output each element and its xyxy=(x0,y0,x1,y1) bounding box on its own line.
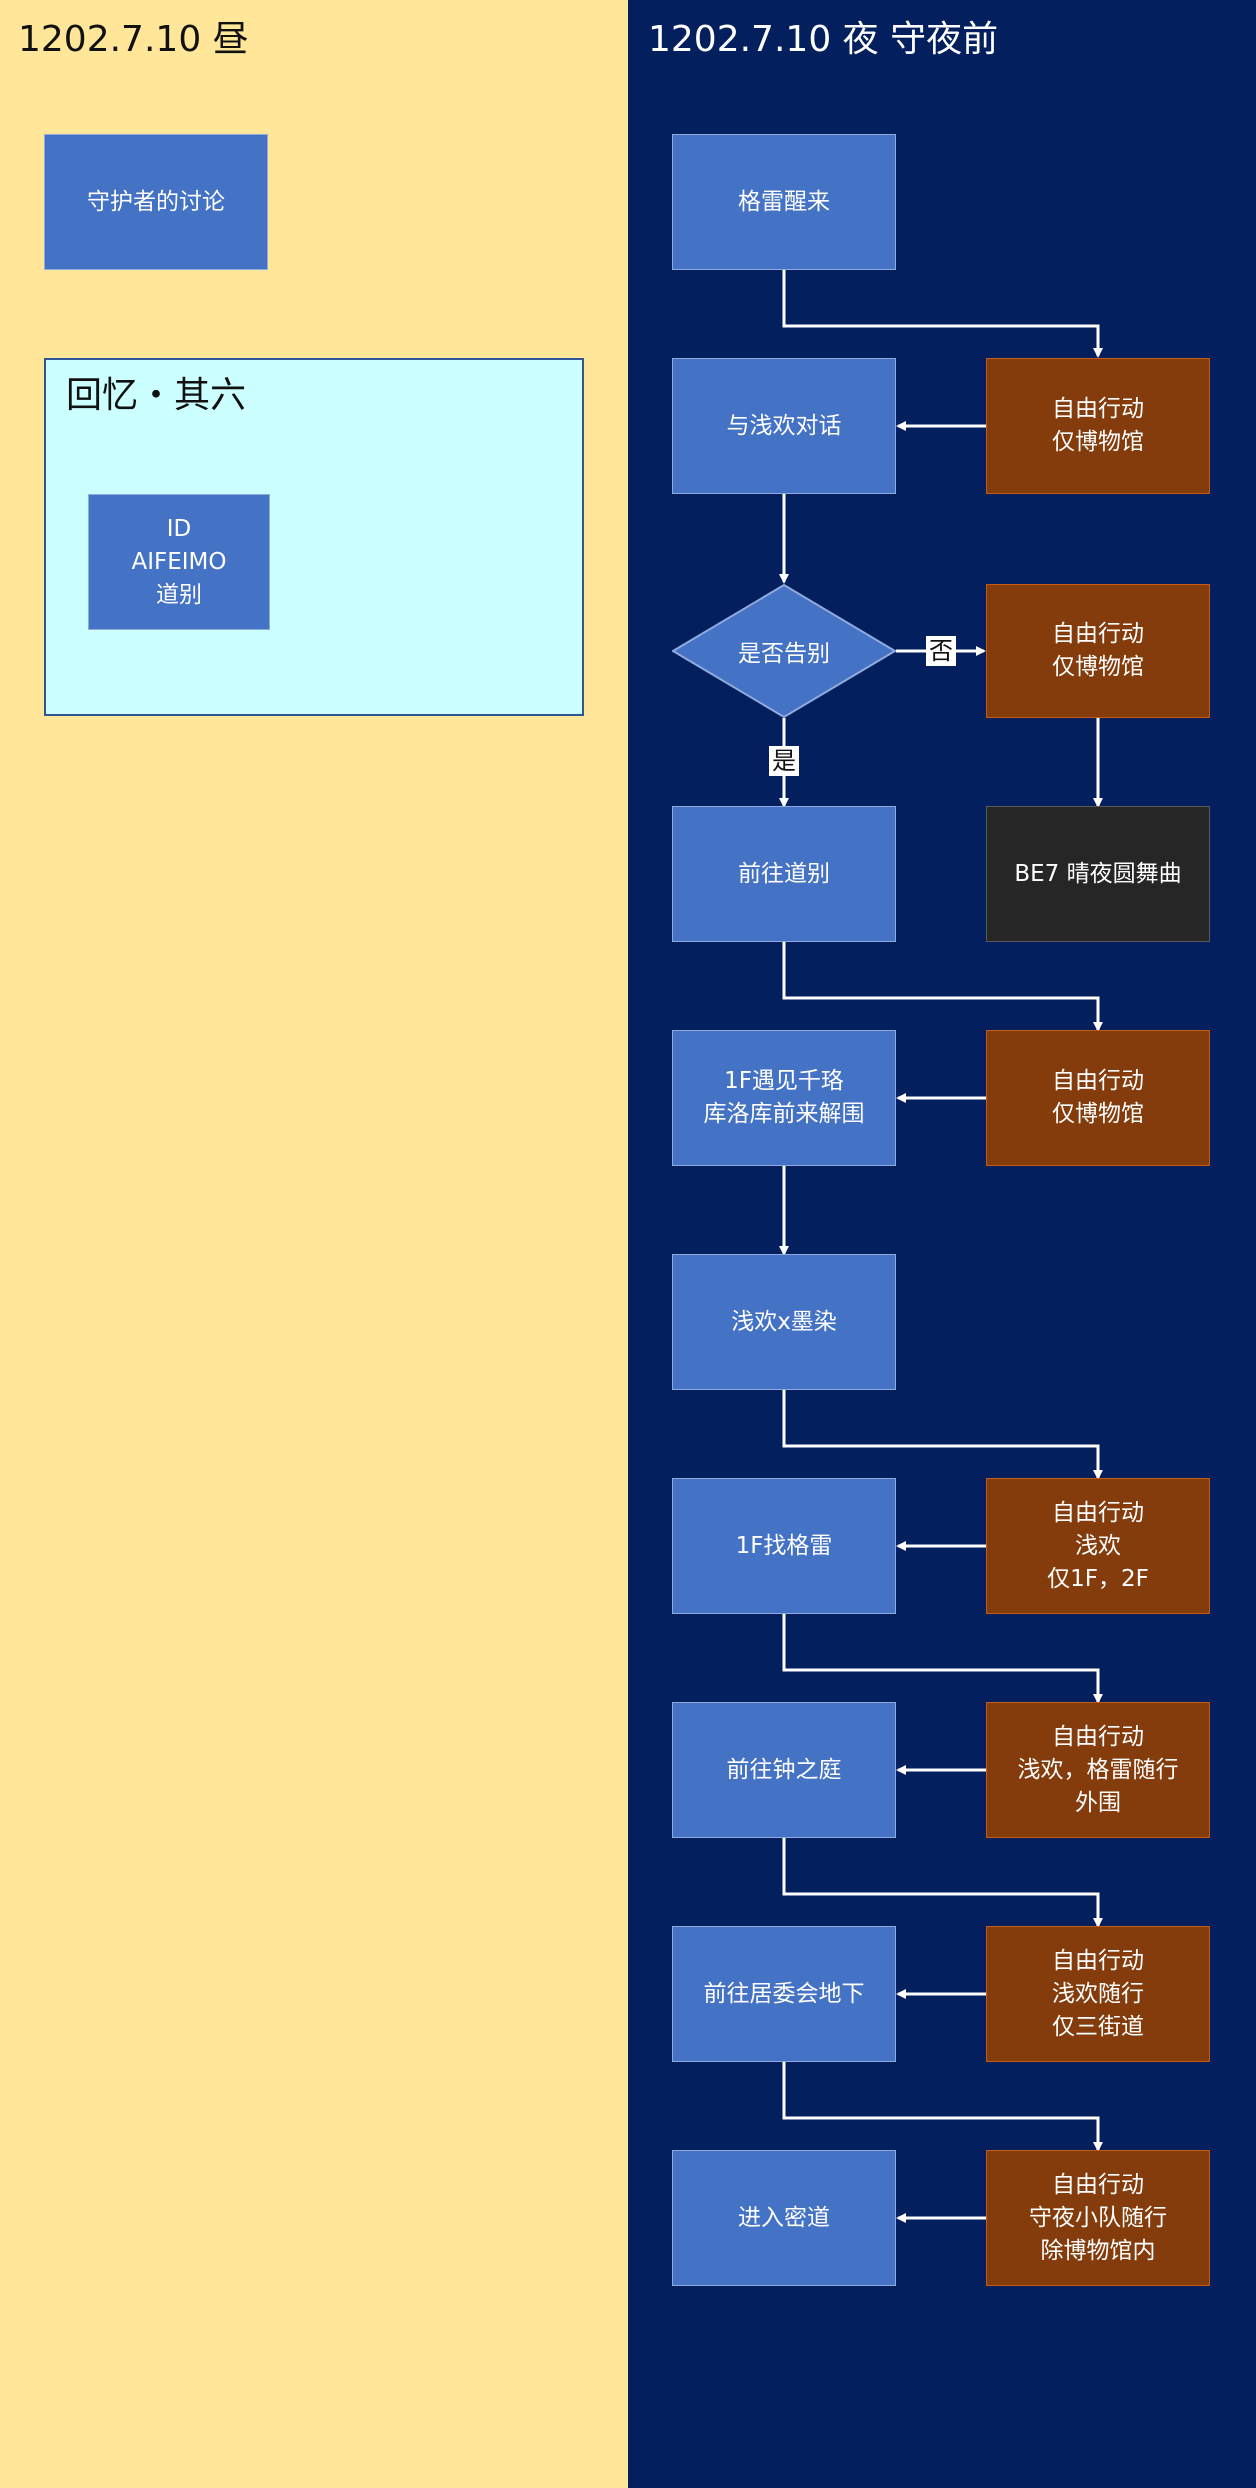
node-line: 格雷醒来 xyxy=(738,188,830,215)
node-line: 库洛库前来解围 xyxy=(703,1101,865,1127)
node-line: 前往道别 xyxy=(738,860,830,887)
node-line: 仅博物馆 xyxy=(1052,429,1144,455)
node-line: 外围 xyxy=(1075,1789,1121,1816)
connector-n8-s7 xyxy=(782,2062,1103,2152)
decision-diamond-shape xyxy=(672,584,896,718)
node-committee-basement: 前往居委会地下 xyxy=(672,1926,896,2062)
node-line: BE7 晴夜圆舞曲 xyxy=(1014,860,1182,887)
connector-n6-s5 xyxy=(782,1614,1103,1704)
node-line: 1F找格雷 xyxy=(735,1532,833,1559)
free-action-third-street: 自由行动浅欢随行仅三街道 xyxy=(986,1926,1210,2062)
node-line: 自由行动 xyxy=(1052,1499,1144,1526)
node-line: 自由行动 xyxy=(1052,621,1144,647)
node-line: 前往钟之庭 xyxy=(726,1756,842,1783)
free-action-outer: 自由行动浅欢，格雷随行外围 xyxy=(986,1702,1210,1838)
connector-n7-s6 xyxy=(782,1838,1103,1928)
node-meet-qianluo: 1F遇见千珞库洛库前来解围 xyxy=(672,1030,896,1166)
decision-farewell: 是否告别 xyxy=(672,584,896,718)
memory-farewell-node: ID AIFEIMO 道别 xyxy=(88,494,270,630)
free-action-museum-1: 自由行动仅博物馆 xyxy=(986,358,1210,494)
node-talk-qianhuan: 与浅欢对话 xyxy=(672,358,896,494)
node-line: 仅三街道 xyxy=(1052,2013,1144,2040)
edge-label-no: 否 xyxy=(926,636,956,666)
guardians-discussion-node: 守护者的讨论 xyxy=(44,134,268,270)
day-heading: 1202.7.10 昼 xyxy=(18,19,249,60)
node-line: 浅欢x墨染 xyxy=(731,1308,837,1335)
node-line: 仅1F，2F xyxy=(1047,1565,1149,1592)
node-line: 自由行动 xyxy=(1052,396,1144,422)
free-action-museum-2: 自由行动仅博物馆 xyxy=(986,584,1210,718)
node-line: ID xyxy=(166,515,192,542)
memory-six-box: 回忆・其六 xyxy=(44,358,584,716)
connector-n1-s1 xyxy=(782,270,1103,358)
node-line: 自由行动 xyxy=(1052,1068,1144,1094)
node-bell-court: 前往钟之庭 xyxy=(672,1702,896,1838)
node-line: 守夜小队随行 xyxy=(1029,2204,1167,2231)
free-action-1f-2f: 自由行动浅欢仅1F，2F xyxy=(986,1478,1210,1614)
node-line: 自由行动 xyxy=(1052,2171,1144,2198)
night-heading: 1202.7.10 夜 守夜前 xyxy=(648,19,999,60)
node-line: 浅欢随行 xyxy=(1052,1980,1144,2007)
node-line: 仅博物馆 xyxy=(1052,1101,1144,1127)
node-line: 自由行动 xyxy=(1052,1723,1144,1750)
node-qianhuan-moran: 浅欢x墨染 xyxy=(672,1254,896,1390)
free-action-except-museum: 自由行动守夜小队随行除博物馆内 xyxy=(986,2150,1210,2286)
decision-label: 是否告别 xyxy=(738,641,830,667)
node-gray-wakes: 格雷醒来 xyxy=(672,134,896,270)
node-line: 进入密道 xyxy=(738,2204,830,2231)
edge-label-yes: 是 xyxy=(769,746,799,776)
node-line: 仅博物馆 xyxy=(1052,654,1144,680)
node-find-gray: 1F找格雷 xyxy=(672,1478,896,1614)
connector-n5-s4 xyxy=(782,1390,1103,1480)
node-line: 道别 xyxy=(156,581,202,608)
node-line: 前往居委会地下 xyxy=(703,1980,865,2007)
ending-be7-node: BE7 晴夜圆舞曲 xyxy=(986,806,1210,942)
node-line: 浅欢 xyxy=(1075,1532,1121,1559)
node-line: 浅欢，格雷随行 xyxy=(1017,1756,1179,1783)
node-secret-passage: 进入密道 xyxy=(672,2150,896,2286)
node-line: 1F遇见千珞 xyxy=(724,1068,844,1094)
node-line: 自由行动 xyxy=(1052,1947,1144,1974)
free-action-museum-3: 自由行动仅博物馆 xyxy=(986,1030,1210,1166)
node-line: 除博物馆内 xyxy=(1040,2237,1156,2264)
memory-six-title: 回忆・其六 xyxy=(66,375,247,416)
connector-n3-s3 xyxy=(782,942,1103,1032)
node-line: 与浅欢对话 xyxy=(726,412,842,439)
node-go-farewell: 前往道别 xyxy=(672,806,896,942)
node-line: AIFEIMO xyxy=(131,548,227,575)
